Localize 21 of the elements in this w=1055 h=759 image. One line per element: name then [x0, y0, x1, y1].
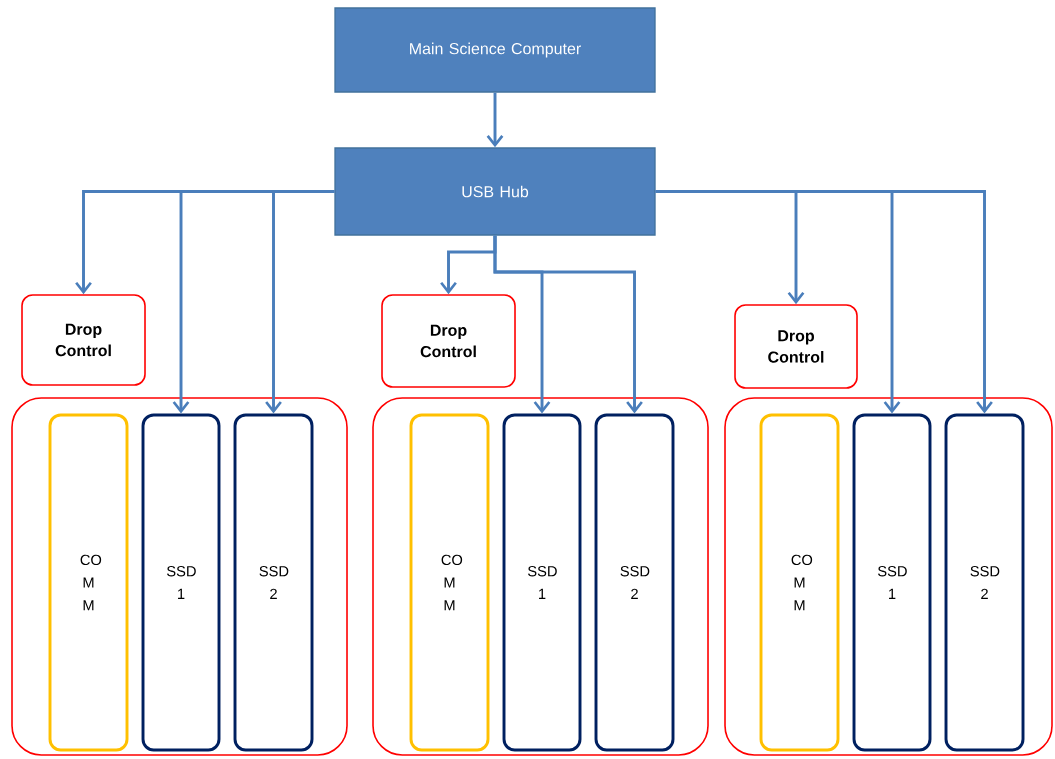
arrow: [655, 190, 993, 414]
drive-slot: SSD 1: [852, 413, 932, 752]
process-box: Main Science Computer: [334, 7, 656, 93]
control-box: Drop Control: [734, 304, 858, 389]
arrow: [493, 235, 643, 414]
drive-slot: SSD 2: [594, 413, 675, 752]
comm-slot: CO M M: [759, 413, 840, 752]
drive-slot: SSD 2: [233, 413, 314, 752]
control-box: Drop Control: [21, 294, 146, 386]
process-box: USB Hub: [334, 147, 656, 236]
group-box: [724, 397, 1053, 756]
group-box: [372, 397, 709, 756]
drive-slot: SSD 1: [502, 413, 582, 752]
comm-slot: CO M M: [409, 413, 490, 752]
group-box: [11, 397, 348, 756]
control-box: Drop Control: [381, 294, 516, 388]
drive-slot: SSD 1: [141, 413, 221, 752]
arrow: [486, 92, 504, 148]
arrow: [265, 190, 335, 414]
drive-slot: SSD 2: [944, 413, 1025, 752]
comm-slot: CO M M: [48, 413, 129, 752]
